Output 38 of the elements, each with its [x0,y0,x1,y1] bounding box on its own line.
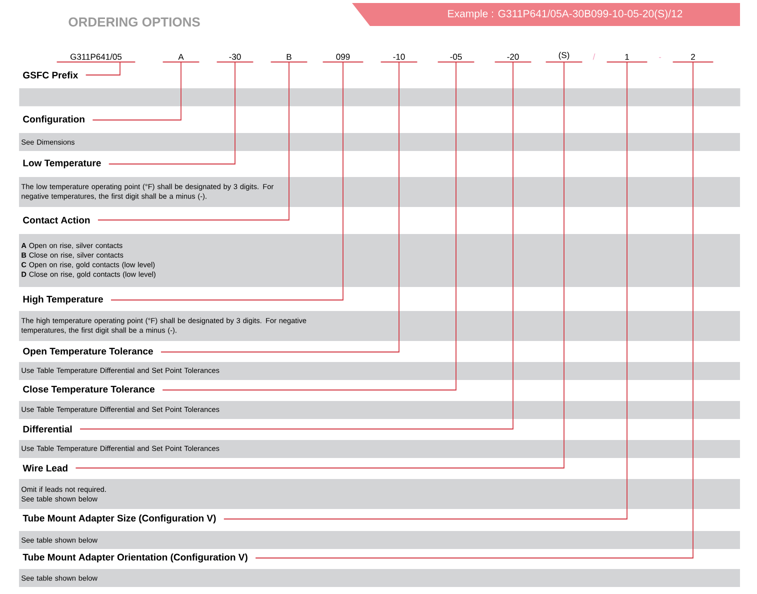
field-heading: Tube Mount Adapter Orientation (Configuration V) [22,554,248,562]
code-segment: 2 [672,54,714,62]
code-segment: -30 [216,54,254,62]
code-segment: 099 [322,54,364,62]
leader-line [98,62,290,220]
field-heading: Open Temperature Tolerance [23,348,153,356]
leader-line [92,62,182,120]
code-segment: B [270,54,308,62]
field-heading: Low Temperature [23,160,101,168]
separator: / [592,54,596,60]
code-segment: (S) [545,52,583,62]
leader-line [223,62,628,520]
code-segment: -20 [494,54,532,62]
leader-line [85,62,120,76]
code-segment: G311P641/05 [56,54,136,62]
field-heading: Configuration [23,116,84,124]
leader-line [160,62,400,352]
separator: - [658,57,662,58]
leader-line [108,62,236,164]
leader-line [110,62,344,300]
example-banner: Example : G311P641/05A-30B099-10-05-20(S)/12 [352,3,740,26]
field-heading: Contact Action [23,216,90,224]
title: ORDERING OPTIONS [68,17,200,27]
field-heading: Close Temperature Tolerance [23,386,155,394]
leader-line [75,62,564,468]
field-heading: Wire Lead [22,464,68,472]
field-heading: Tube Mount Adapter Size (Configuration V) [22,514,216,524]
code-segment: -10 [380,54,418,62]
code-segment: A [162,54,200,62]
leader-line [162,62,456,390]
code-segment: -05 [437,54,475,62]
leader-line [80,62,514,430]
empty-band [19,88,740,106]
field-heading: GSFC Prefix [23,72,78,78]
code-segment: 1 [606,54,648,62]
field-heading: Differential [23,426,72,432]
leader-line [255,62,694,558]
field-heading: High Temperature [23,296,103,304]
